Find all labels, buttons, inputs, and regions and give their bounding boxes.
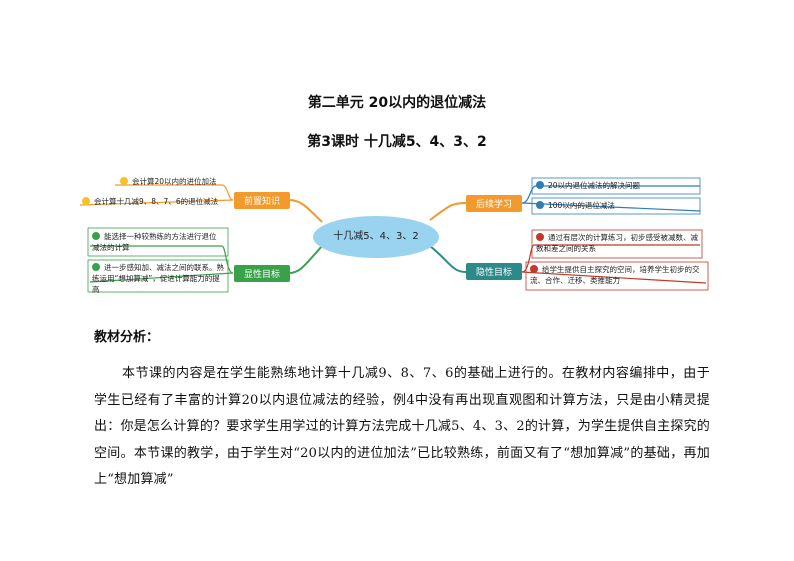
follow-up-label: 后续学习 xyxy=(475,200,512,210)
emoji-icon xyxy=(120,177,128,185)
check-icon xyxy=(92,232,100,240)
info-icon xyxy=(536,181,544,189)
prior-knowledge-item-2: 会计算十几减9、8、7、6的退位减法 xyxy=(82,196,218,207)
prior-knowledge-item-1: 会计算20以内的进位加法 xyxy=(120,176,217,187)
explicit-goals-item-2: 进一步感知加、减法之间的联系。熟练运用“想加算减”，促进计算能力的提高 xyxy=(92,263,224,294)
implicit-goals-label: 隐性目标 xyxy=(475,268,512,278)
center-node-label: 十几减5、4、3、2 xyxy=(333,231,419,242)
prior-knowledge-label: 前置知识 xyxy=(243,197,280,207)
analysis-paragraph: 本节课的内容是在学生能熟练地计算十几减9、8、7、6的基础上进行的。在教材内容编… xyxy=(94,366,710,487)
follow-up-item-1: 20以内退位减法的解决问题 xyxy=(536,180,640,191)
unit-title: 第二单元 20以内的退位减法 xyxy=(307,95,487,111)
prior-knowledge-node: 前置知识 xyxy=(234,192,290,209)
explicit-goals-node: 显性目标 xyxy=(234,265,290,282)
emoji-icon xyxy=(82,197,90,205)
analysis-heading: 教材分析： xyxy=(94,330,160,345)
implicit-goals-node: 隐性目标 xyxy=(466,263,522,280)
explicit-goals-label: 显性目标 xyxy=(243,270,280,280)
check-icon xyxy=(92,263,100,271)
follow-up-item-2: 100以内的退位减法 xyxy=(536,200,615,211)
center-node-bg xyxy=(313,216,439,258)
plus-icon xyxy=(530,265,538,273)
minus-icon xyxy=(536,233,544,241)
implicit-goals-item-1: 通过有层次的计算练习，初步感受被减数、减数和差之间的关系 xyxy=(536,233,698,253)
follow-up-node: 后续学习 xyxy=(466,195,522,212)
info-icon xyxy=(536,201,544,209)
lesson-title: 第3课时 十几减5、4、3、2 xyxy=(307,134,487,150)
implicit-goals-item-2: 给学生提供自主探究的空间，培养学生初步的交流、合作、迁移、类推能力 xyxy=(530,265,700,285)
explicit-goals-item-1: 能选择一种较熟练的方法进行退位减法的计算 xyxy=(92,232,217,252)
